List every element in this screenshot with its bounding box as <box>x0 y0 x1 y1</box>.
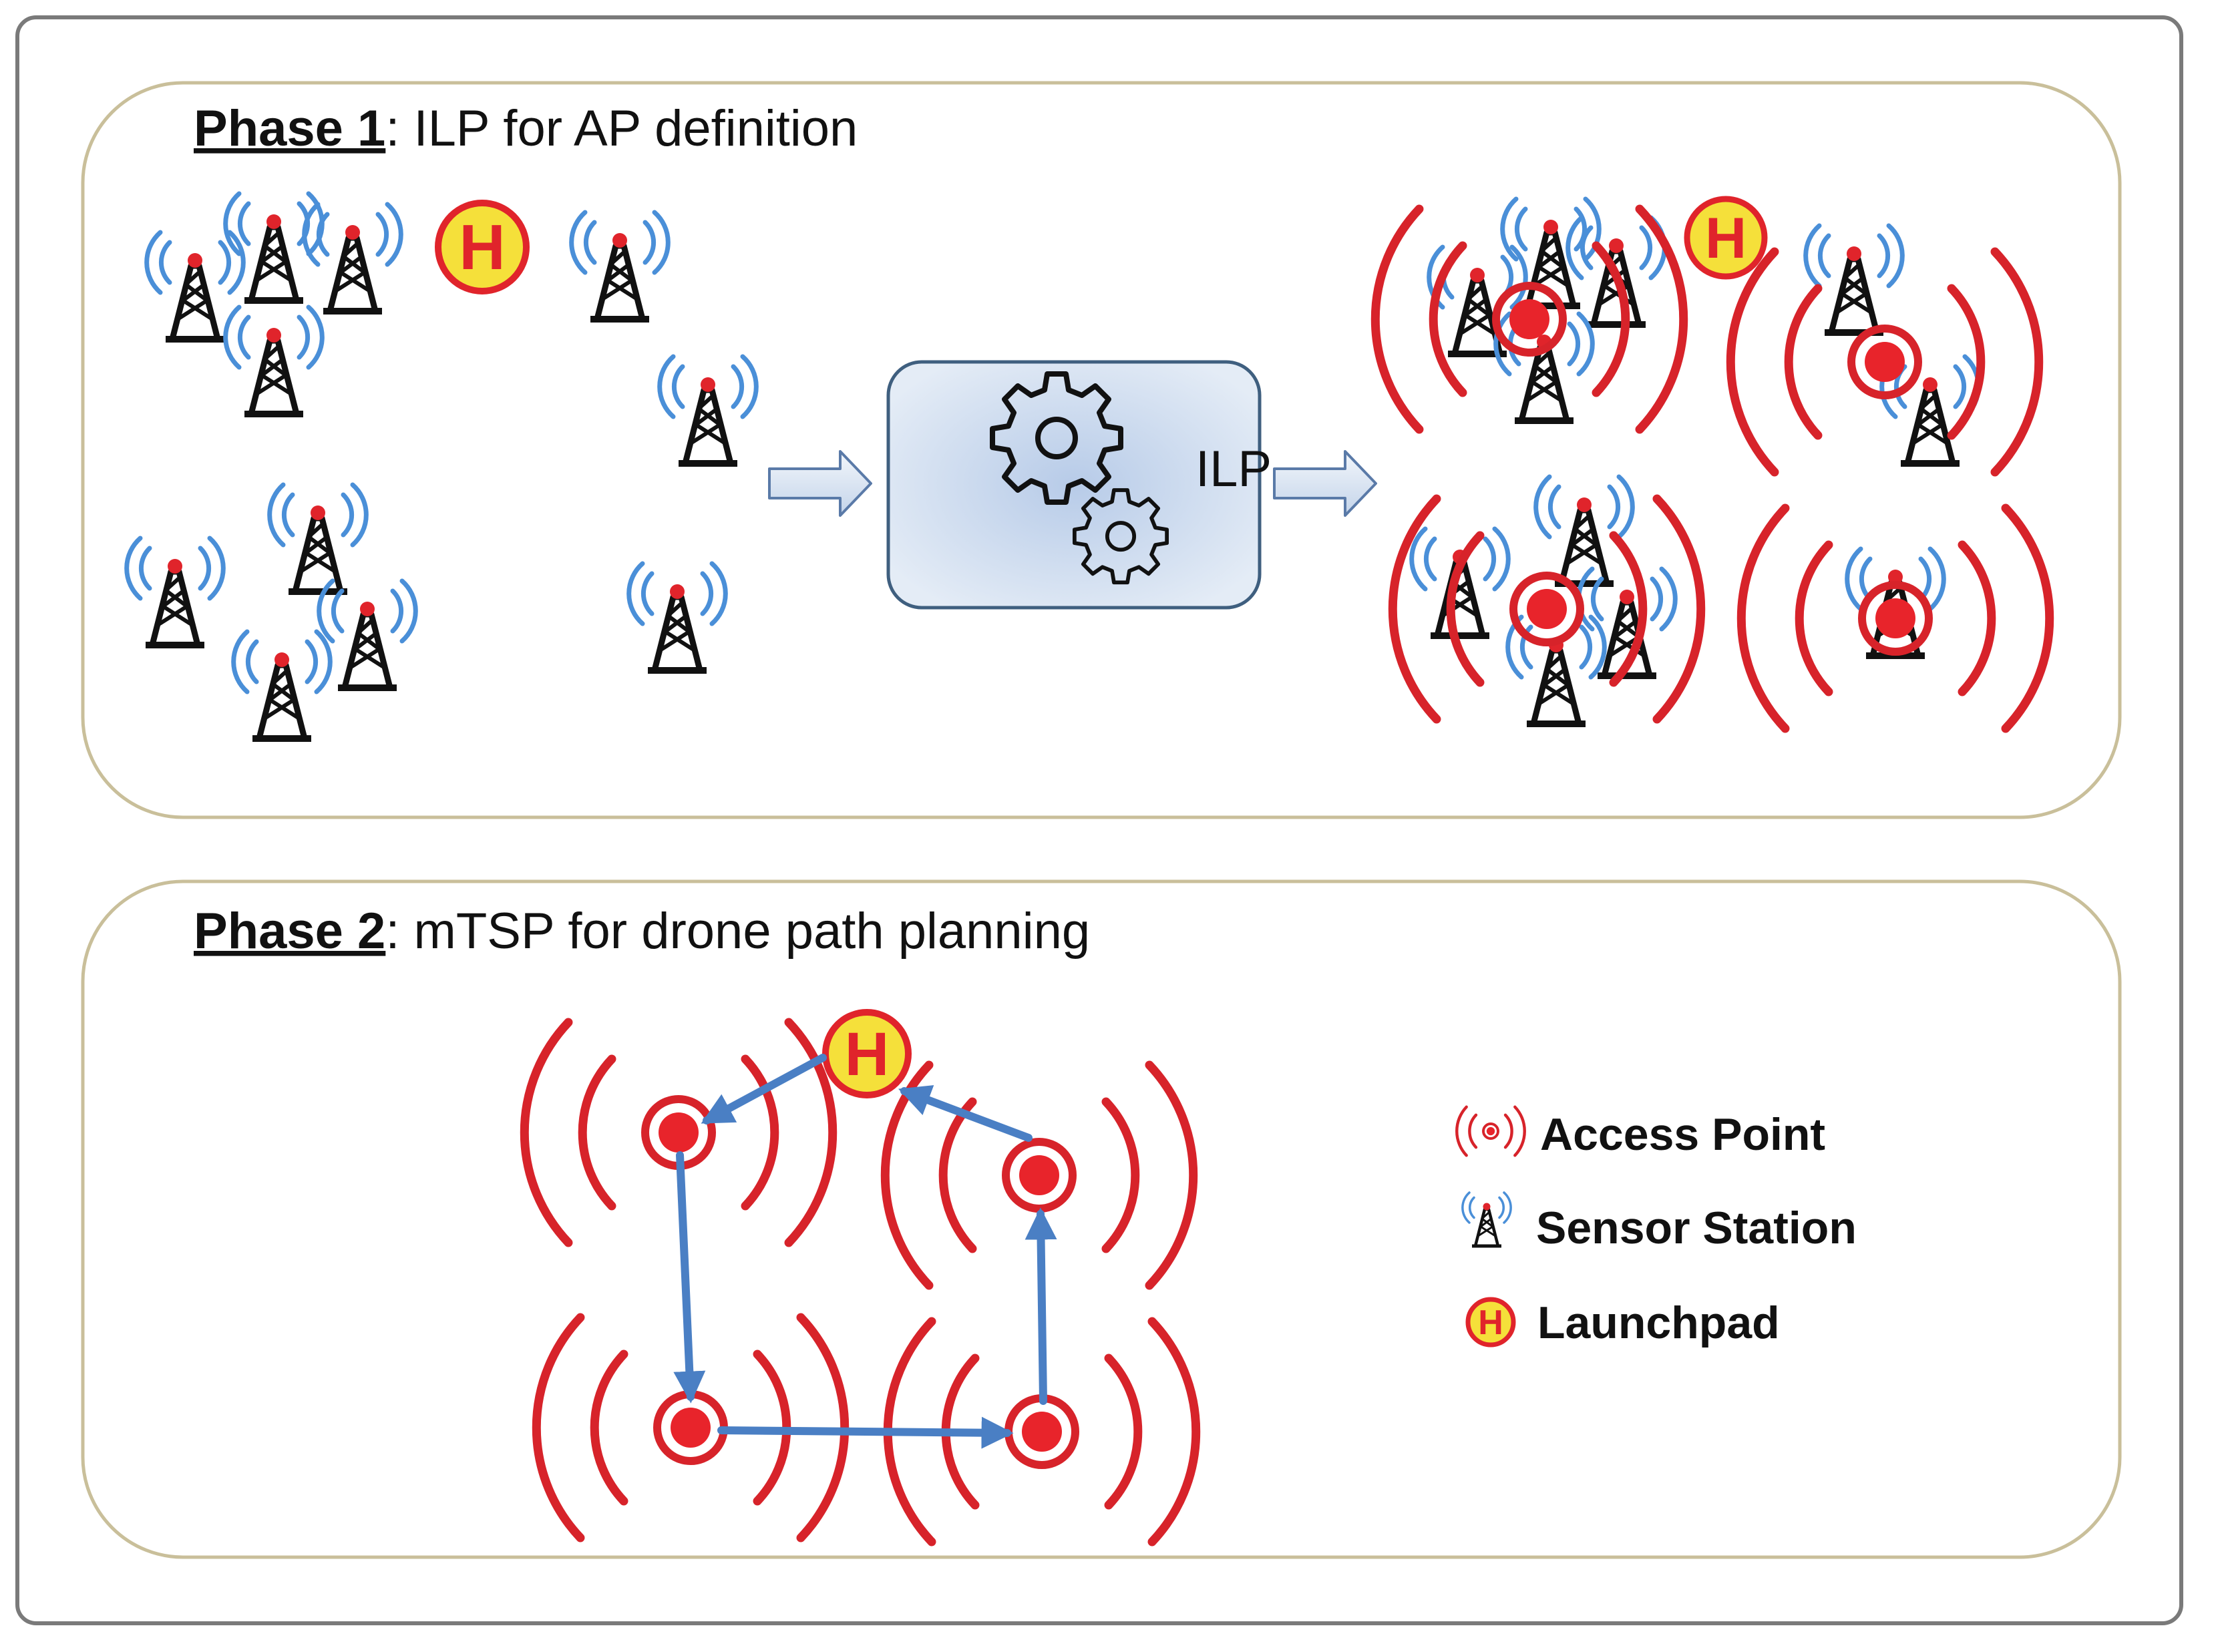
legend-label-sensor-station: Sensor Station <box>1536 1203 1857 1253</box>
path-arrow <box>1025 1207 1057 1405</box>
launchpad-glyph: H <box>459 212 505 283</box>
phase2-heading: Phase 2: mTSP for drone path planning <box>194 903 1090 960</box>
launchpad-glyph: H <box>845 1020 889 1088</box>
legend-access-point: Access Point <box>1455 1105 1825 1160</box>
legend-label-access-point: Access Point <box>1540 1109 1825 1160</box>
launchpad-icon: H <box>1684 196 1768 280</box>
phase1-heading-rest: : ILP for AP definition <box>385 100 858 157</box>
launchpad-glyph: H <box>1705 206 1746 270</box>
right-arrow-icon <box>768 450 872 517</box>
access-point-icon <box>1455 1105 1526 1157</box>
legend: Access Point Sensor Station H Launchpad <box>1455 1105 1857 1348</box>
phase1-heading: Phase 1: ILP for AP definition <box>194 100 858 157</box>
right-arrow-icon <box>1273 450 1377 517</box>
ilp-label: ILP <box>1195 441 1272 497</box>
legend-label-launchpad: Launchpad <box>1537 1297 1780 1348</box>
launchpad-icon: H <box>435 200 530 294</box>
launchpad-icon: H <box>822 1009 912 1098</box>
phase2-panel <box>81 879 2122 1559</box>
ilp-process-box: ILP <box>886 360 1272 610</box>
path-arrow <box>673 1151 706 1404</box>
path-arrow <box>701 1054 827 1124</box>
drone-path <box>673 1054 1057 1449</box>
phase2-heading-bold: Phase 2 <box>194 903 385 960</box>
legend-launchpad: H Launchpad <box>1465 1297 1780 1348</box>
path-arrow <box>898 1085 1033 1142</box>
legend-sensor-station: Sensor Station <box>1463 1193 1857 1253</box>
phase1-heading-bold: Phase 1 <box>194 100 385 157</box>
phase2-heading-rest: : mTSP for drone path planning <box>385 903 1090 960</box>
launchpad-icon: H <box>1465 1297 1516 1348</box>
launchpad-glyph: H <box>1478 1303 1503 1342</box>
path-arrow <box>717 1416 1014 1449</box>
